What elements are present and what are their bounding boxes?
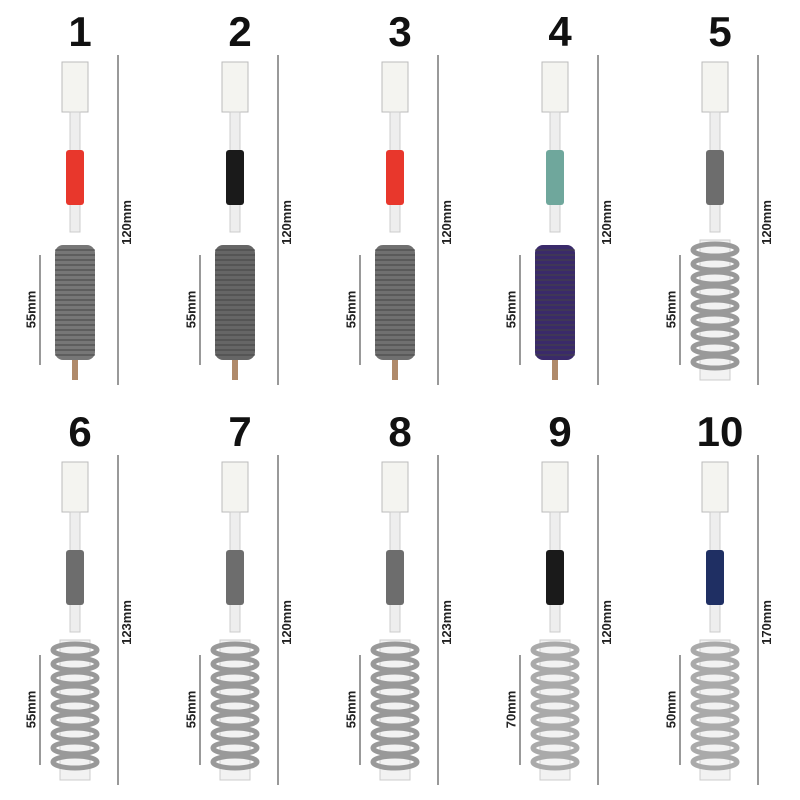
heater-length-label: 55mm xyxy=(503,290,519,329)
item-number: 7 xyxy=(228,408,252,455)
heating-element-4: 4 120mm 55mm xyxy=(480,0,640,400)
connector xyxy=(221,461,249,513)
element-drawing xyxy=(39,455,119,785)
total-length-label: 123mm xyxy=(118,600,134,645)
sleeve xyxy=(226,550,244,605)
sleeve xyxy=(386,150,404,205)
connector xyxy=(61,61,89,113)
heater-length-label: 55mm xyxy=(663,290,679,329)
element-drawing xyxy=(199,55,279,385)
coil-turn xyxy=(690,353,740,371)
element-drawing xyxy=(39,55,119,385)
connector xyxy=(701,461,729,513)
heating-element-8: 8 123mm 55mm xyxy=(320,400,480,800)
heater-length-label: 55mm xyxy=(23,690,39,729)
heater-length-label: 55mm xyxy=(343,290,359,329)
sleeve xyxy=(66,150,84,205)
item-number: 8 xyxy=(388,408,412,455)
connector xyxy=(541,61,569,113)
coil-turn xyxy=(50,753,100,771)
mesh-heater xyxy=(215,245,255,360)
heater-length-label: 70mm xyxy=(503,690,519,729)
item-number: 1 xyxy=(68,8,92,55)
heater-length-label: 55mm xyxy=(183,690,199,729)
connector xyxy=(381,61,409,113)
item-number: 10 xyxy=(696,408,744,455)
mesh-heater xyxy=(375,245,415,360)
item-number: 5 xyxy=(708,8,732,55)
sleeve xyxy=(706,550,724,605)
connector xyxy=(541,461,569,513)
total-length-label: 170mm xyxy=(758,600,774,645)
coil-turn xyxy=(690,753,740,771)
total-length-label: 120mm xyxy=(278,600,294,645)
sleeve xyxy=(66,550,84,605)
heating-element-10: 10 170mm 50mm xyxy=(640,400,800,800)
connector xyxy=(381,461,409,513)
element-drawing xyxy=(359,55,439,385)
total-length-label: 120mm xyxy=(438,200,454,245)
mesh-heater xyxy=(535,245,575,360)
heater-length-label: 55mm xyxy=(343,690,359,729)
mesh-heater xyxy=(55,245,95,360)
total-length-label: 123mm xyxy=(438,600,454,645)
total-length-label: 120mm xyxy=(118,200,134,245)
item-number: 4 xyxy=(548,8,572,55)
item-number: 3 xyxy=(388,8,412,55)
coil-turn xyxy=(370,753,420,771)
element-drawing xyxy=(679,55,759,385)
element-drawing xyxy=(679,455,759,785)
sleeve xyxy=(226,150,244,205)
item-number: 6 xyxy=(68,408,92,455)
heating-element-5: 5 120mm 55mm xyxy=(640,0,800,400)
heater-length-label: 55mm xyxy=(23,290,39,329)
terminal xyxy=(392,360,398,380)
sleeve xyxy=(546,550,564,605)
element-drawing xyxy=(519,455,599,785)
element-drawing xyxy=(359,455,439,785)
coil-turn xyxy=(530,753,580,771)
item-number: 2 xyxy=(228,8,252,55)
heating-element-9: 9 120mm 70mm xyxy=(480,400,640,800)
item-number: 9 xyxy=(548,408,572,455)
heating-element-3: 3 120mm 55mm xyxy=(320,0,480,400)
sleeve xyxy=(386,550,404,605)
heating-element-1: 1 120mm 55mm xyxy=(0,0,160,400)
total-length-label: 120mm xyxy=(758,200,774,245)
terminal xyxy=(72,360,78,380)
connector xyxy=(701,61,729,113)
heater-length-label: 50mm xyxy=(663,690,679,729)
total-length-label: 120mm xyxy=(598,600,614,645)
total-length-label: 120mm xyxy=(278,200,294,245)
heating-element-6: 6 123mm 55mm xyxy=(0,400,160,800)
terminal xyxy=(232,360,238,380)
heating-element-7: 7 120mm 55mm xyxy=(160,400,320,800)
connector xyxy=(61,461,89,513)
element-drawing xyxy=(519,55,599,385)
connector xyxy=(221,61,249,113)
terminal xyxy=(552,360,558,380)
sleeve xyxy=(706,150,724,205)
element-drawing xyxy=(199,455,279,785)
coil-turn xyxy=(210,753,260,771)
heating-element-2: 2 120mm 55mm xyxy=(160,0,320,400)
sleeve xyxy=(546,150,564,205)
heater-length-label: 55mm xyxy=(183,290,199,329)
total-length-label: 120mm xyxy=(598,200,614,245)
